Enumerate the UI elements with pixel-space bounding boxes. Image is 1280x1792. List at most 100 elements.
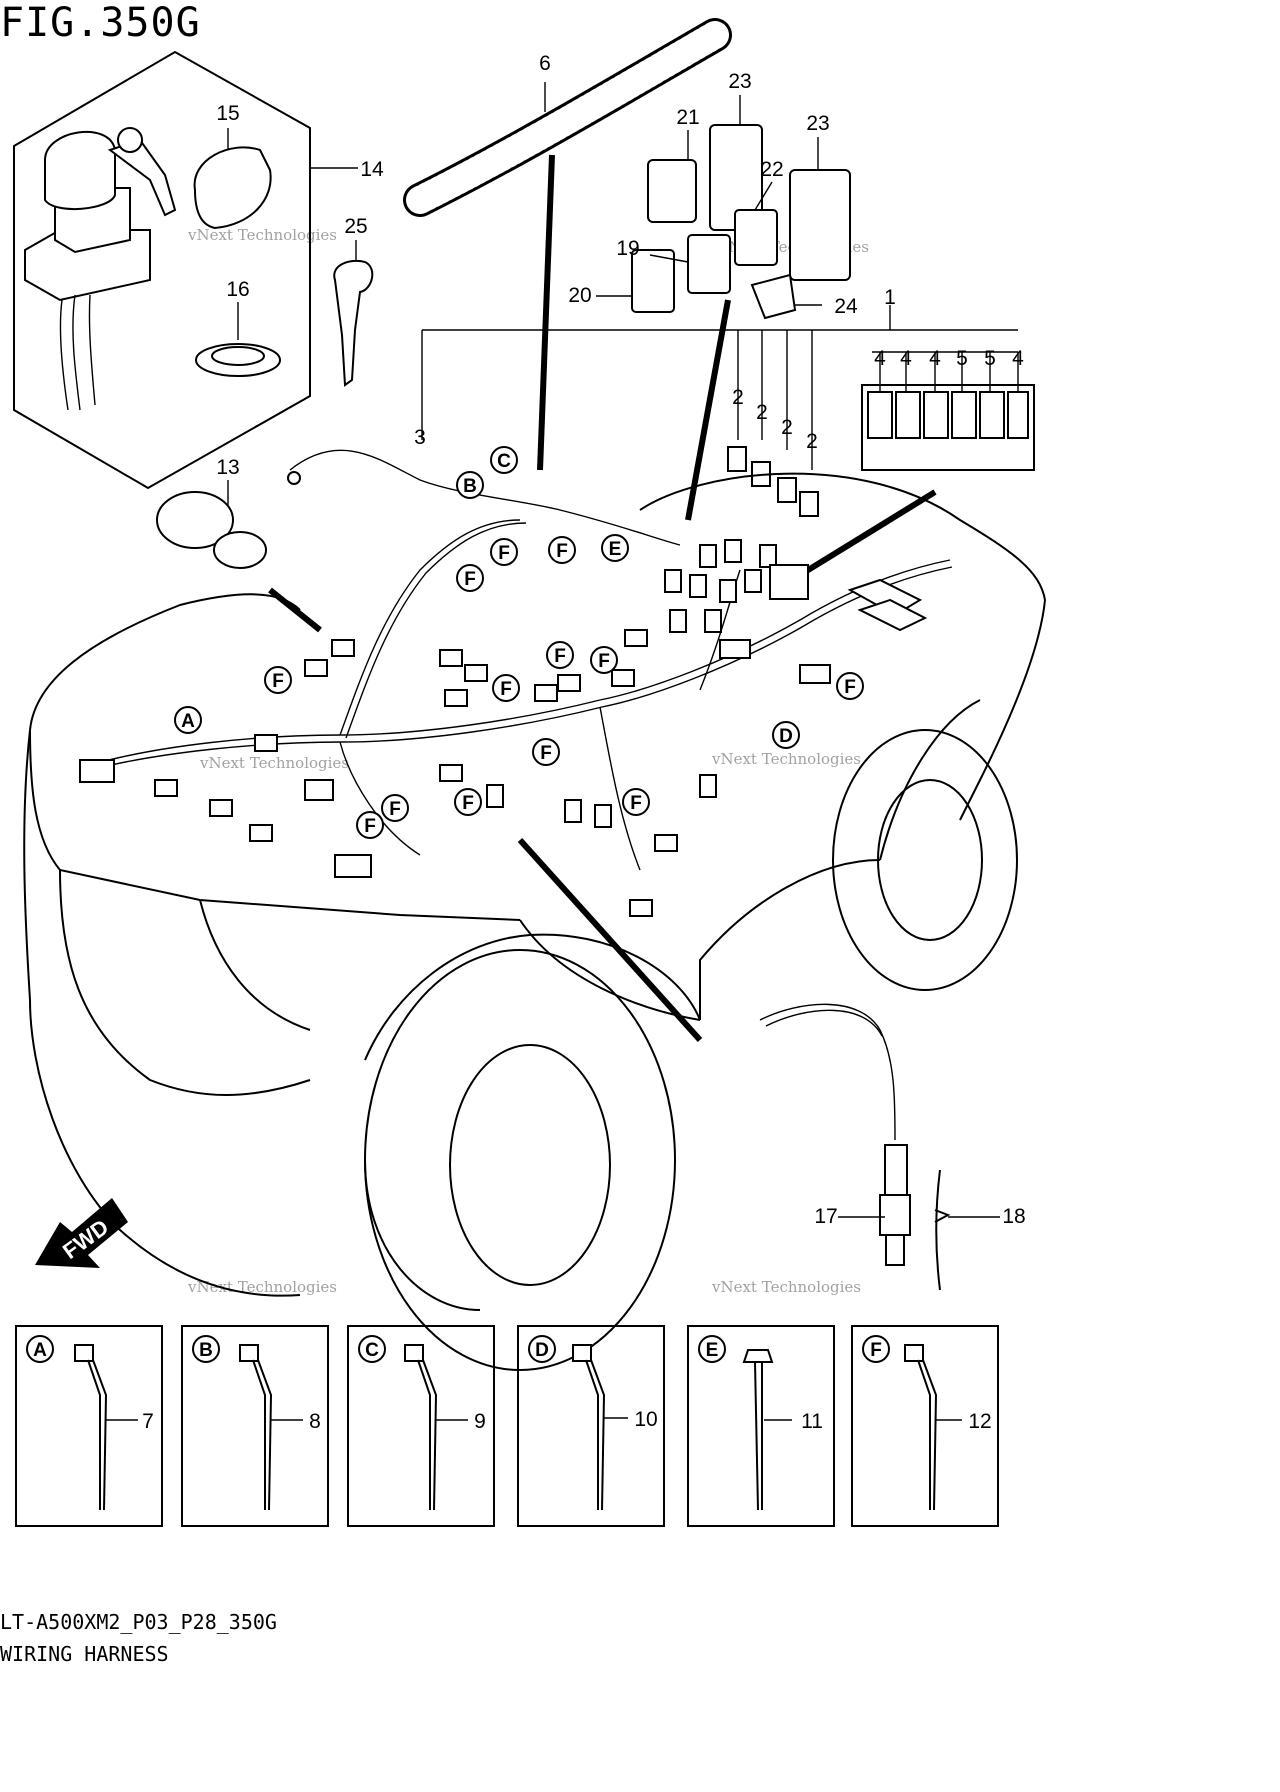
- clamp-markers: A B C D E F F F F F F F F F F F F F: [174, 446, 864, 839]
- callout-2: 2: [732, 386, 744, 409]
- svg-text:F: F: [554, 646, 566, 667]
- watermark-small: vNext Technologies: [199, 754, 349, 772]
- svg-text:F: F: [498, 543, 510, 564]
- figure-code: LT-A500XM2_P03_P28_350G: [0, 1610, 277, 1634]
- detail-boxes: A 7 B 8 C 9 D: [15, 1325, 999, 1527]
- callout-1: 1: [884, 286, 896, 309]
- callout-24: 24: [834, 295, 858, 318]
- watermark-small: vNext Technologies: [711, 1278, 861, 1296]
- marker-f: F: [454, 788, 482, 816]
- leader-lines: [421, 305, 1018, 517]
- harness-runs: [79, 449, 953, 1291]
- watermark-small: vNext Technologies: [711, 750, 861, 768]
- callout-4: 4: [929, 347, 941, 370]
- marker-c: C: [490, 446, 518, 474]
- callout-18: 18: [1002, 1205, 1025, 1228]
- relay-21: [647, 159, 697, 223]
- callout-6: 6: [539, 52, 551, 75]
- marker-f: F: [381, 794, 409, 822]
- callout-2: 2: [806, 430, 818, 453]
- svg-text:B: B: [199, 1340, 213, 1361]
- relay-23b: [789, 169, 851, 281]
- callout-2: 2: [756, 401, 768, 424]
- callout-4: 4: [900, 347, 912, 370]
- callout-16: 16: [226, 278, 249, 301]
- figure-caption: WIRING HARNESS: [0, 1642, 169, 1666]
- marker-b: B: [456, 471, 484, 499]
- marker-f: F: [356, 811, 384, 839]
- svg-text:F: F: [630, 793, 642, 814]
- marker-f: F: [548, 536, 576, 564]
- detail-part-7: 7: [142, 1410, 154, 1433]
- detail-part-9: 9: [474, 1410, 486, 1433]
- detail-part-12: 12: [968, 1410, 991, 1433]
- svg-text:D: D: [779, 726, 793, 747]
- callout-19: 19: [616, 237, 639, 260]
- svg-text:C: C: [497, 451, 511, 472]
- svg-text:B: B: [463, 476, 477, 497]
- callout-17: 17: [814, 1205, 837, 1228]
- fuse-box: [798, 351, 1035, 578]
- marker-f: F: [546, 641, 574, 669]
- callout-20: 20: [568, 284, 591, 307]
- marker-f: F: [264, 666, 292, 694]
- watermark-group: vNext Technologies vNext Technologies vN…: [187, 226, 869, 1296]
- detail-box-a: A 7: [15, 1325, 163, 1527]
- svg-text:F: F: [540, 743, 552, 764]
- marker-f: F: [492, 674, 520, 702]
- svg-text:F: F: [462, 793, 474, 814]
- detail-part-8: 8: [309, 1410, 321, 1433]
- relay-19: [687, 234, 731, 294]
- callout-2: 2: [781, 416, 793, 439]
- marker-f: F: [836, 672, 864, 700]
- svg-text:F: F: [500, 679, 512, 700]
- svg-text:F: F: [389, 799, 401, 820]
- marker-f: F: [490, 538, 518, 566]
- callout-3: 3: [414, 426, 426, 449]
- callout-4: 4: [874, 347, 886, 370]
- svg-text:C: C: [365, 1340, 379, 1361]
- vehicle-outline: [23, 472, 1046, 1371]
- marker-f: F: [622, 788, 650, 816]
- marker-f: F: [532, 738, 560, 766]
- svg-text:F: F: [598, 651, 610, 672]
- svg-text:D: D: [535, 1340, 549, 1361]
- detail-box-b: B 8: [181, 1325, 329, 1527]
- detail-box-f: F 12: [851, 1325, 999, 1527]
- detail-box-d: D 10: [517, 1325, 665, 1527]
- svg-text:E: E: [706, 1340, 719, 1361]
- detail-part-10: 10: [634, 1408, 657, 1431]
- svg-text:F: F: [556, 541, 568, 562]
- callout-25: 25: [344, 215, 367, 238]
- svg-text:F: F: [364, 816, 376, 837]
- corrugated-tube: [403, 18, 732, 471]
- callout-22: 22: [760, 158, 783, 181]
- detail-box-c: C 9: [347, 1325, 495, 1527]
- marker-d: D: [772, 721, 800, 749]
- svg-text:F: F: [870, 1340, 882, 1361]
- svg-text:A: A: [181, 711, 195, 732]
- callout-14: 14: [360, 158, 384, 181]
- svg-text:F: F: [844, 677, 856, 698]
- watermark-small: vNext Technologies: [187, 226, 337, 244]
- forward-arrow: FWD: [35, 1198, 128, 1268]
- marker-a: A: [174, 706, 202, 734]
- marker-f: F: [456, 564, 484, 592]
- marker-f: F: [590, 646, 618, 674]
- figure-title: FIG.350G: [0, 0, 201, 46]
- svg-text:E: E: [609, 539, 622, 560]
- ignition-switch-group: [13, 50, 374, 490]
- callout-23: 23: [728, 70, 751, 93]
- relay-22: [734, 209, 778, 266]
- callout-4: 4: [1012, 347, 1024, 370]
- callout-5: 5: [956, 347, 968, 370]
- callout-13: 13: [216, 456, 239, 479]
- marker-e: E: [601, 534, 629, 562]
- watermark-small: vNext Technologies: [187, 1278, 337, 1296]
- detail-part-11: 11: [801, 1410, 823, 1433]
- svg-text:F: F: [464, 569, 476, 590]
- detail-box-e: E 11: [687, 1325, 835, 1527]
- callout-21: 21: [676, 106, 699, 129]
- callout-labels: 1 2 2 2 2 3 4 4 4 5 5 4 6 13 14 15 16 17…: [216, 52, 1025, 1228]
